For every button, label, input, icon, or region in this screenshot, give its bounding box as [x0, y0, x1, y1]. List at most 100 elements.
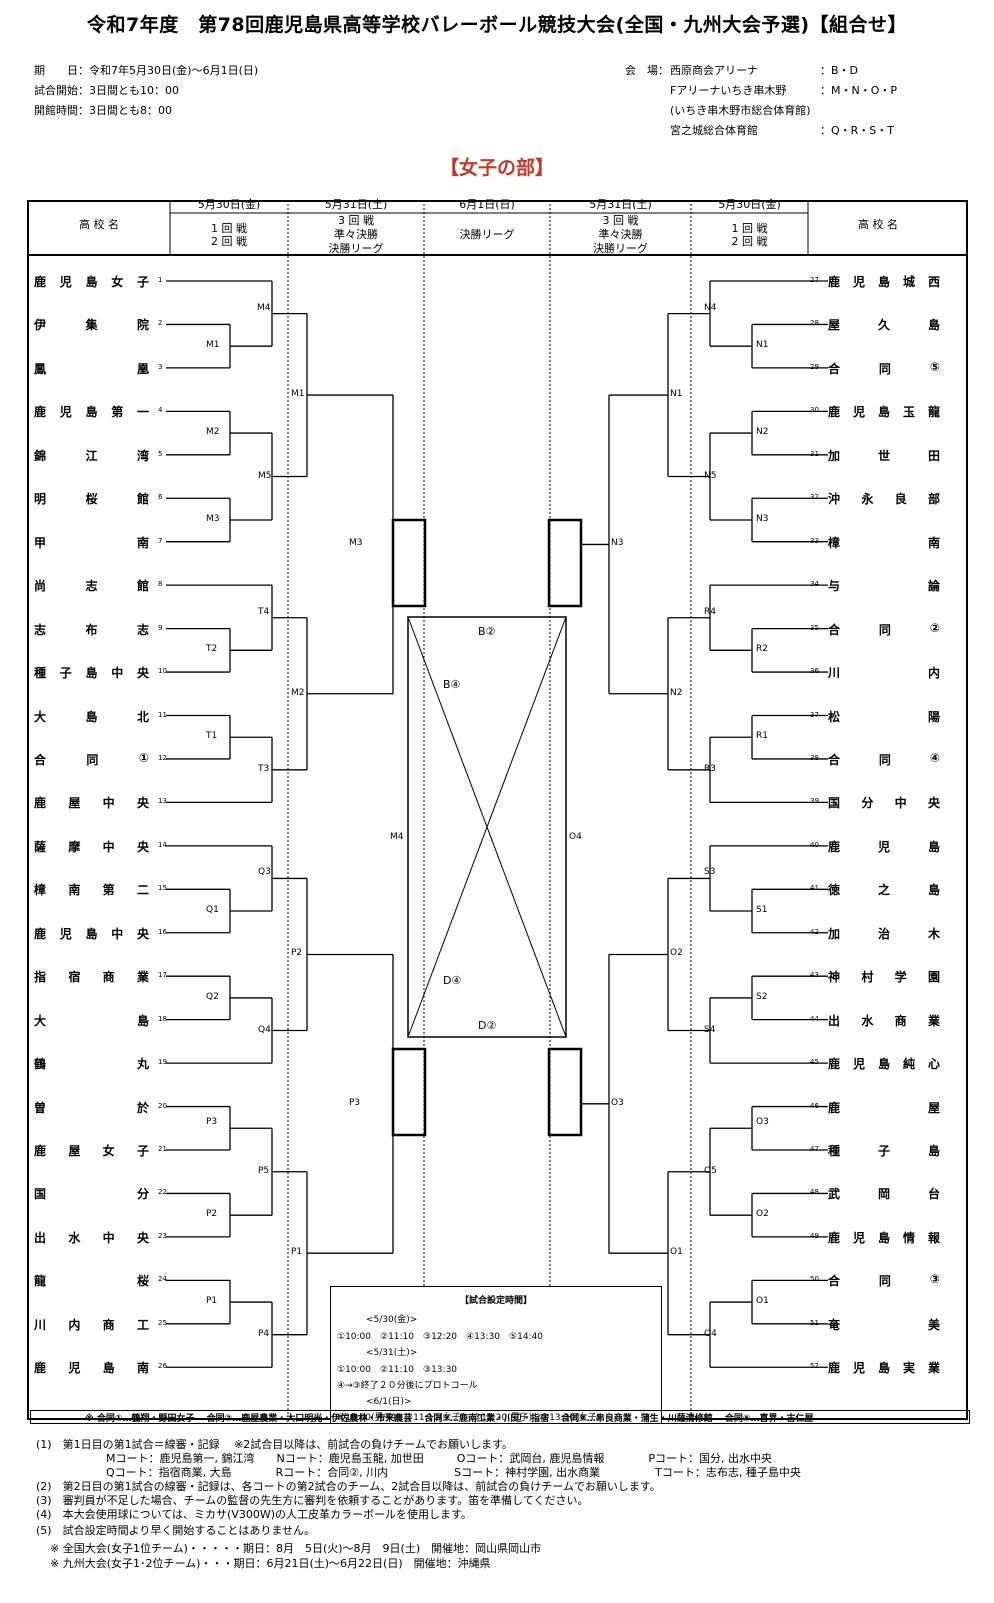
match-tag: T2 — [206, 644, 218, 655]
schedule-day: <5/31(土)> — [366, 1348, 418, 1358]
team-name: 鹿児島玉龍 — [828, 405, 940, 420]
note-line: (2) 第2日目の第1試合の線審・記録は、各コートの第2試合のチーム、2試合目以… — [36, 1480, 661, 1493]
note-line: (3) 審判員が不足した場合、チームの監督の先生方に審判を依頼することがあります… — [36, 1494, 589, 1507]
team-name: 鹿児島城西 — [828, 275, 940, 289]
seed-number: 24 — [158, 1275, 167, 1284]
match-tag: N1 — [670, 389, 683, 400]
team-name: 尚志館 — [34, 579, 149, 594]
team-name: 指宿商業 — [34, 970, 149, 985]
court-label: B② — [478, 625, 496, 638]
team-name: 種子島 — [828, 1144, 940, 1158]
combined-teams-text: ※ 合同①…鶴翔・野田女子 合同②…鹿屋農業・大口明光・伊佐農林・市来農芸 合同… — [85, 1414, 814, 1424]
court-box — [407, 616, 567, 1038]
venue-name: Fアリーナいちき串木野 — [670, 84, 787, 97]
schedule-title: 【試合設定時間】 — [459, 1296, 532, 1306]
team-name: 松陽 — [828, 709, 940, 724]
match-tag: P4 — [258, 1328, 270, 1339]
seed-number: 21 — [158, 1145, 167, 1153]
team-name: 出水商業 — [828, 1013, 940, 1028]
match-tag: N5 — [704, 470, 717, 481]
seed-number: 31 — [810, 449, 819, 458]
team-name: 鹿屋中央 — [34, 796, 149, 811]
team-name: 国分中央 — [828, 796, 940, 811]
schedule-day: <6/1(日)> — [366, 1397, 412, 1407]
match-tag: T4 — [258, 606, 270, 617]
round-header: 1 回 戦 — [211, 222, 247, 235]
team-name: 龍桜 — [34, 1274, 149, 1289]
match-tag: M4 — [257, 302, 271, 313]
seed-number: 23 — [158, 1231, 167, 1240]
team-name: 神村学園 — [828, 970, 940, 985]
match-tag: M1 — [206, 340, 220, 351]
venue-label: 会 場： — [625, 64, 669, 77]
seed-number: 33 — [810, 536, 819, 545]
seed-number: 29 — [810, 362, 819, 371]
seed-number: 14 — [158, 840, 167, 849]
match-tag: M2 — [291, 687, 305, 698]
match-tag: M5 — [258, 470, 272, 481]
seed-number: 46 — [810, 1101, 819, 1110]
seed-number: 19 — [158, 1058, 167, 1067]
match-tag: Q2 — [206, 991, 219, 1002]
court-label: D② — [478, 1019, 497, 1032]
venue-courts: ：Q・R・S・T — [820, 124, 895, 137]
team-name: 錦江湾 — [34, 448, 149, 463]
match-tag: Q3 — [258, 867, 271, 878]
match-tag: M2 — [206, 427, 220, 438]
round-header: 2 回 戦 — [211, 235, 247, 248]
seed-number: 15 — [158, 884, 167, 893]
court-box — [391, 1047, 427, 1137]
team-name: 鹿児島南 — [34, 1361, 149, 1376]
team-name: 鹿屋女子 — [34, 1144, 149, 1158]
seed-number: 26 — [158, 1362, 167, 1371]
team-name: 鶴丸 — [34, 1057, 149, 1072]
bracket-line — [407, 616, 567, 1038]
match-tag: O3 — [611, 1097, 624, 1108]
note-line: Qコート：指宿商業, 大島 Rコート：合同②, 川内 Sコート：神村学園, 出水… — [106, 1466, 801, 1479]
match-tag: N2 — [756, 427, 769, 438]
round-header: 2 回 戦 — [731, 235, 768, 248]
schedule-note: ④→③終了２０分後にプロトコール — [337, 1381, 478, 1391]
match-tag: O4 — [704, 1328, 717, 1339]
team-name: 志布志 — [34, 622, 149, 637]
seed-number: 50 — [810, 1275, 819, 1284]
seed-number: 27 — [810, 276, 819, 284]
seed-number: 51 — [810, 1318, 819, 1327]
team-name: 鹿児島第一 — [34, 405, 149, 420]
match-tag: N3 — [756, 513, 769, 524]
match-tag: S4 — [704, 1024, 716, 1035]
match-tag: P3 — [206, 1117, 218, 1128]
seed-number: 42 — [810, 927, 819, 936]
match-tag: O2 — [756, 1209, 769, 1220]
seed-number: 43 — [810, 971, 819, 980]
match-tag: T1 — [206, 731, 218, 742]
team-name: 鹿児島実業 — [828, 1361, 940, 1376]
team-name: 沖永良部 — [828, 492, 940, 507]
period-text: 期 日：令和7年5月30日(金)～6月1日(日) — [34, 64, 259, 77]
team-name: 鹿屋 — [828, 1100, 940, 1115]
seed-number: 36 — [810, 667, 819, 676]
match-tag: M3 — [206, 513, 220, 524]
round-header: 決勝リーグ — [328, 242, 384, 255]
round-header: 準々決勝 — [334, 228, 378, 241]
team-name: 川内商工 — [34, 1317, 149, 1332]
seed-number: 6 — [158, 493, 163, 502]
match-tag: R4 — [704, 606, 716, 617]
venue-courts: ：M・N・O・P — [820, 84, 898, 97]
team-name: 鹿児島純心 — [828, 1057, 940, 1072]
team-name: 武岡台 — [828, 1187, 940, 1202]
seed-number: 4 — [158, 406, 163, 415]
court-label: B④ — [443, 678, 461, 691]
schedule-day: <5/30(金)> — [366, 1315, 418, 1325]
date-header: 5月31日(土) — [589, 198, 652, 211]
seed-number: 52 — [810, 1362, 819, 1371]
match-tag: O4 — [569, 832, 582, 842]
team-name: 鳳凰 — [34, 361, 149, 376]
seed-number: 12 — [158, 753, 167, 762]
seed-number: 3 — [158, 362, 163, 371]
match-tag: N1 — [756, 340, 769, 351]
seed-number: 8 — [158, 580, 163, 589]
note-line: ※ 全国大会(女子1位チーム)・・・・・期日：8月 5日(火)～8月 9日(土)… — [50, 1542, 542, 1555]
